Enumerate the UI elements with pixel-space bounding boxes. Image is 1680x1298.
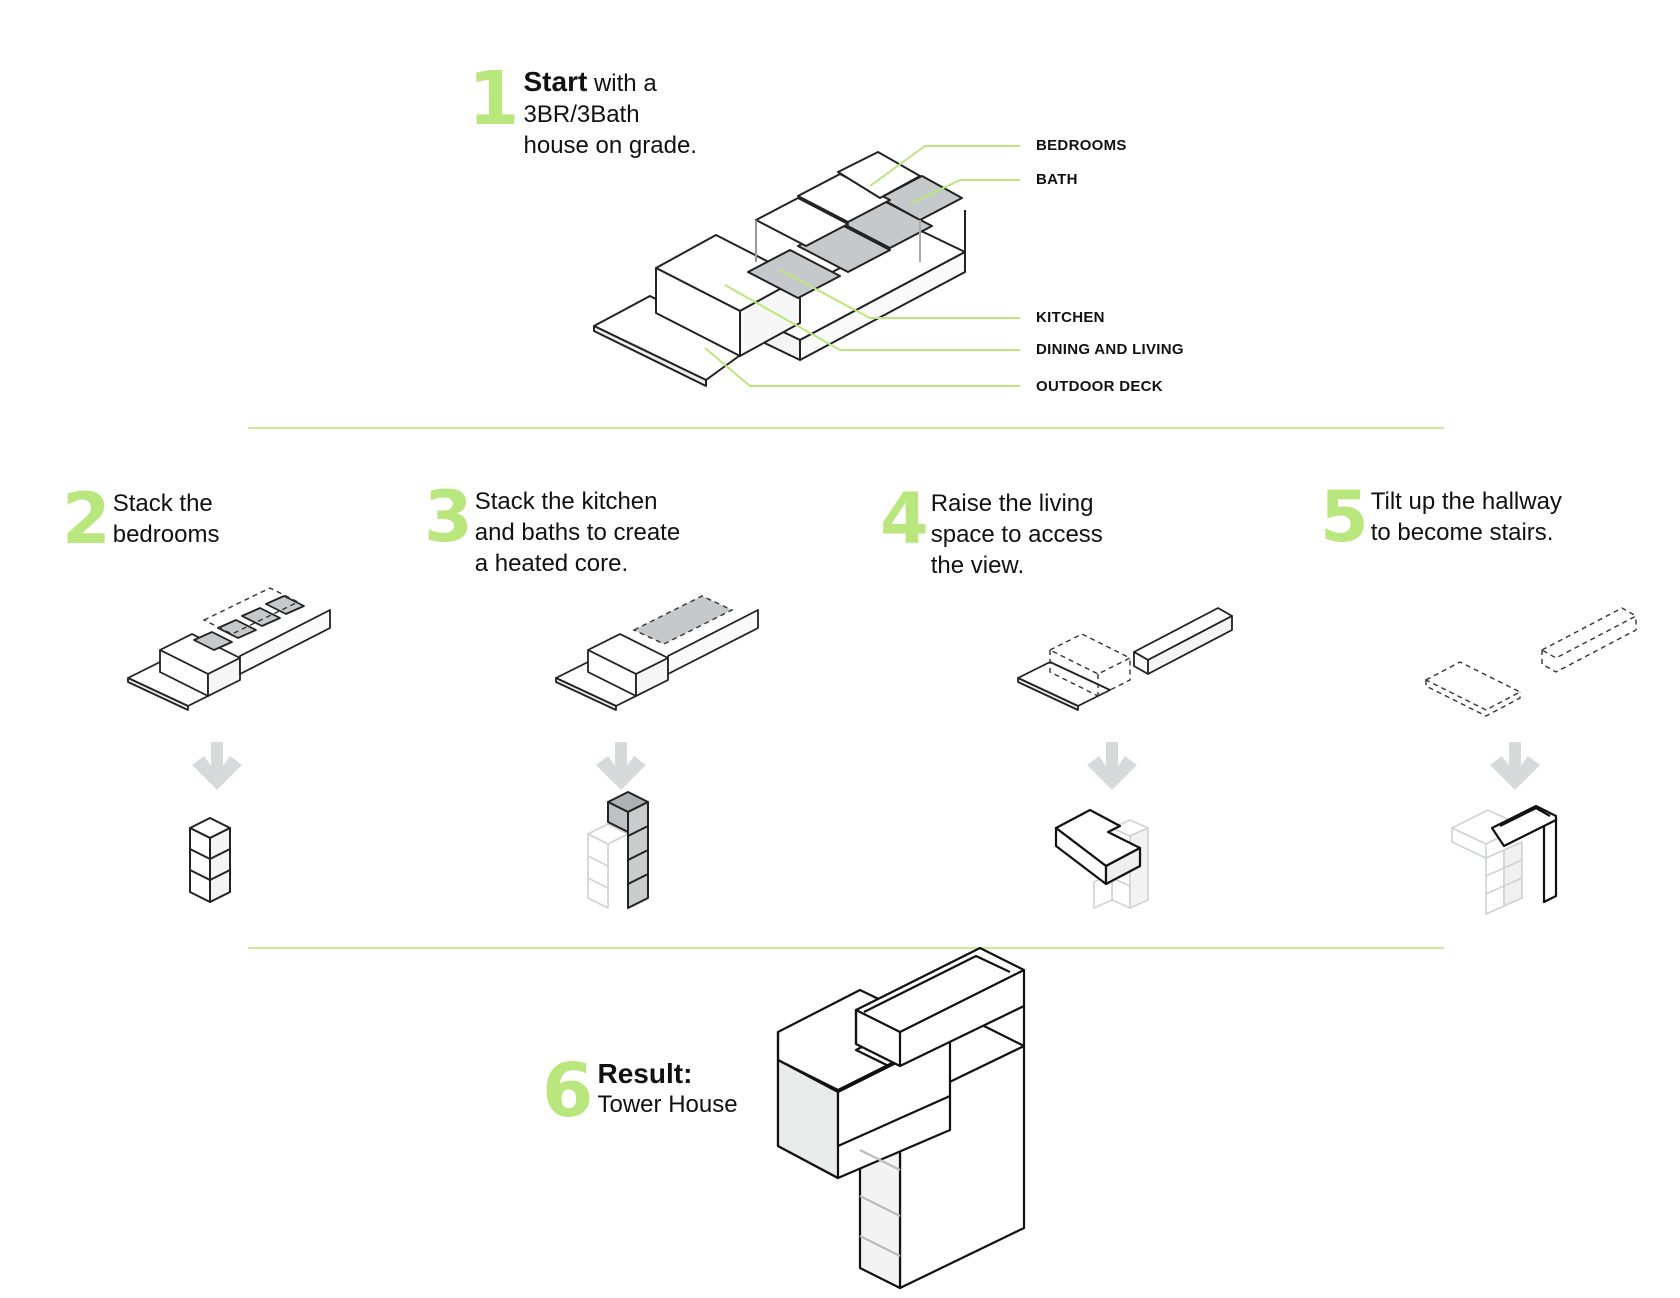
step-2-number: 2 [62, 478, 111, 560]
step-3-diagram [555, 595, 759, 909]
step-2-diagram [127, 587, 331, 903]
kitchen-block [747, 249, 841, 299]
down-arrow-icon [1087, 742, 1137, 790]
divider-bottom [248, 947, 1444, 949]
step-4-diagram [1017, 607, 1233, 909]
leader-bedrooms [869, 145, 1020, 187]
step-1-number: 1 [468, 56, 519, 142]
step-1-bold: Start [523, 66, 588, 97]
step-4-caption: 4 Raise the living space to access the v… [880, 478, 1103, 579]
step-5-caption: 5 Tilt up the hallway to become stairs. [1320, 476, 1562, 558]
step-2-caption: 2 Stack the bedrooms [62, 478, 220, 560]
step-1-caption: 1 Start with a 3BR/3Bath house on grade. [468, 56, 697, 159]
label-outdoor-deck: OUTDOOR DECK [1036, 378, 1163, 395]
step-3-caption: 3 Stack the kitchen and baths to create … [424, 476, 681, 577]
down-arrow-icon [192, 742, 242, 790]
result-subtitle: Tower House [597, 1091, 738, 1118]
tower-house-diagram [776, 946, 1026, 1290]
step-4-number: 4 [880, 478, 929, 560]
step-6-number: 6 [542, 1048, 593, 1134]
bedroom-block-3 [837, 151, 921, 199]
leader-dining [724, 284, 1020, 351]
bedroom-block-2 [797, 173, 891, 223]
leader-deck [704, 347, 1020, 387]
divider-top [248, 427, 1444, 429]
step-5-diagram [1424, 607, 1638, 915]
step-6-caption: 6 Result: Tower House [542, 1054, 738, 1128]
leader-bath [909, 179, 1020, 205]
bedroom-block-1 [755, 197, 849, 247]
step-3-number: 3 [424, 476, 473, 558]
leader-kitchen [779, 269, 1020, 319]
label-bath: BATH [1036, 171, 1078, 188]
label-bedrooms: BEDROOMS [1036, 137, 1127, 154]
down-arrow-icon [596, 742, 646, 790]
step-1-house-diagram [593, 145, 1020, 387]
result-title: Result: [597, 1058, 693, 1089]
step-5-number: 5 [1320, 476, 1369, 558]
label-dining-living: DINING AND LIVING [1036, 341, 1184, 358]
down-arrow-icon [1490, 742, 1540, 790]
label-kitchen: KITCHEN [1036, 309, 1105, 326]
